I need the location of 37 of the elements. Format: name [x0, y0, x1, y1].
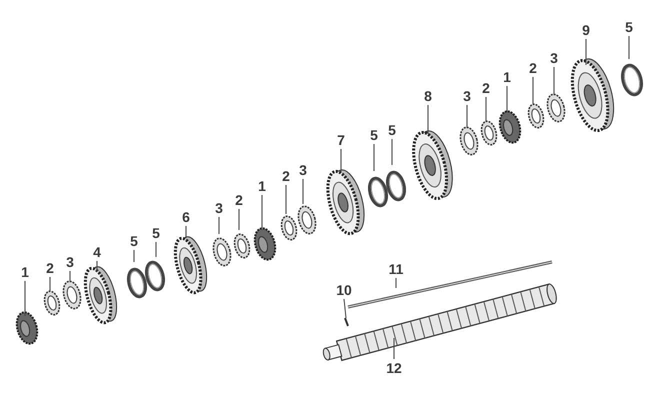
callout-number: 11 — [388, 262, 404, 276]
leader-line — [96, 260, 98, 272]
callout-number: 3 — [299, 163, 307, 177]
leader-line — [340, 148, 342, 172]
leader-line — [218, 216, 220, 234]
leader-line — [506, 86, 508, 112]
callout-number: 6 — [182, 210, 190, 224]
callout-number: 5 — [370, 128, 378, 142]
leader-line — [466, 104, 468, 128]
callout-number: 9 — [582, 23, 590, 37]
callout-number: 3 — [550, 51, 558, 65]
callout-number: 3 — [66, 255, 74, 269]
callout-number: 2 — [235, 193, 243, 207]
callout-number: 5 — [130, 234, 138, 248]
leader-line — [628, 36, 630, 60]
leader-line — [24, 280, 26, 316]
callout-number: 7 — [337, 133, 345, 147]
callout-number: 2 — [482, 81, 490, 95]
callout-number: 5 — [625, 20, 633, 34]
callout-number: 4 — [93, 245, 101, 259]
callout-number: 3 — [215, 201, 223, 215]
callout-number: 1 — [503, 70, 511, 84]
callout-number: 2 — [282, 169, 290, 183]
callout-number: 2 — [529, 61, 537, 75]
callout-number: 5 — [152, 226, 160, 240]
callout-number: 1 — [21, 265, 29, 279]
callout-number: 1 — [258, 179, 266, 193]
callout-number: 3 — [463, 89, 471, 103]
callout-number: 10 — [336, 283, 352, 297]
leader-line — [344, 298, 346, 318]
callout-number: 8 — [424, 89, 432, 103]
callout-number: 5 — [388, 123, 396, 137]
leader-line — [238, 208, 240, 230]
leader-line — [532, 76, 534, 104]
callout-number: 12 — [386, 361, 402, 375]
callout-number: 2 — [46, 261, 54, 275]
leader-line — [302, 178, 304, 204]
